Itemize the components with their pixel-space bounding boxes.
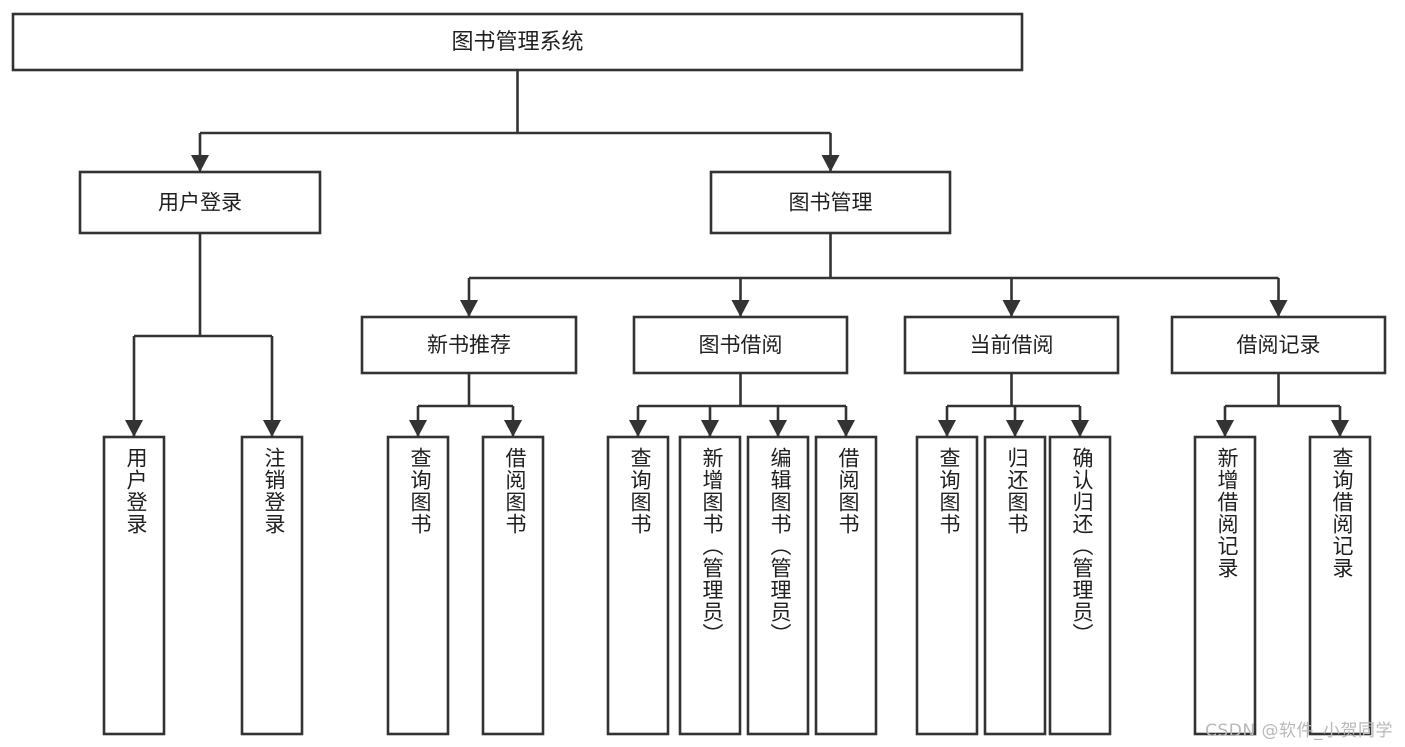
node-box-current-borrow (903, 315, 1120, 375)
arrow-head-icon (504, 420, 522, 437)
node-label-root: 图书管理系统 (451, 30, 583, 55)
arrow-head-icon (125, 420, 143, 437)
node-label-user-login: 用户登录 (158, 191, 242, 215)
arrow-head-icon (1216, 420, 1234, 437)
node-box-leaf-user-login (102, 435, 166, 736)
arrow-head-icon (837, 420, 855, 437)
node-box-book-management (709, 170, 952, 235)
node-box-leaf-return-book (983, 435, 1047, 736)
arrow-head-icon (701, 420, 719, 437)
node-box-user-login (78, 170, 322, 235)
node-box-leaf-query-borrow-record (1308, 435, 1372, 736)
arrow-head-icon (1002, 300, 1021, 317)
node-root[interactable]: 图书管理系统 (11, 12, 1024, 72)
node-leaf-edit-book[interactable] (746, 435, 810, 736)
arrow-head-icon (731, 300, 750, 317)
arrow-head-icon (821, 155, 840, 172)
arrow-head-icon (629, 420, 647, 437)
arrow-head-icon (938, 420, 956, 437)
edge-group-root (191, 70, 840, 172)
edges-layer (125, 70, 1349, 437)
arrow-head-icon (1071, 420, 1089, 437)
node-box-book-borrow (632, 315, 849, 375)
node-leaf-return-book[interactable] (983, 435, 1047, 736)
node-box-leaf-edit-book (746, 435, 810, 736)
node-book-borrow[interactable]: 图书借阅 (632, 315, 849, 375)
node-box-new-book-recommend (360, 315, 578, 375)
node-box-borrow-record (1170, 315, 1387, 375)
edge-group-user-login (125, 233, 281, 437)
node-leaf-add-book[interactable] (678, 435, 742, 736)
node-box-leaf-add-book (678, 435, 742, 736)
arrow-head-icon (1269, 300, 1288, 317)
arrow-head-icon (1331, 420, 1349, 437)
edge-group-borrow-record (1216, 373, 1349, 437)
node-leaf-borrow-book[interactable] (814, 435, 878, 736)
node-box-leaf-borrow-book-recommend (481, 435, 545, 736)
watermark-text: CSDN @软件_小贺同学 (1205, 721, 1393, 741)
node-leaf-logout[interactable] (240, 435, 304, 736)
node-box-leaf-query-book-recommend (386, 435, 450, 736)
node-user-login[interactable]: 用户登录 (78, 170, 322, 235)
node-leaf-query-book-recommend[interactable] (386, 435, 450, 736)
arrow-head-icon (1006, 420, 1024, 437)
node-label-borrow-record: 借阅记录 (1237, 333, 1321, 357)
node-book-management[interactable]: 图书管理 (709, 170, 952, 235)
node-box-leaf-query-book-borrow (606, 435, 670, 736)
arrow-head-icon (409, 420, 427, 437)
node-leaf-confirm-return[interactable] (1048, 435, 1112, 736)
node-box-leaf-confirm-return (1048, 435, 1112, 736)
node-leaf-query-book-current[interactable] (915, 435, 979, 736)
arrow-head-icon (460, 300, 478, 317)
arrow-head-icon (263, 420, 281, 437)
node-leaf-query-book-borrow[interactable] (606, 435, 670, 736)
node-box-leaf-add-borrow-record (1193, 435, 1257, 736)
node-label-book-borrow: 图书借阅 (699, 333, 783, 357)
node-current-borrow[interactable]: 当前借阅 (903, 315, 1120, 375)
arrow-head-icon (191, 155, 209, 172)
node-new-book-recommend[interactable]: 新书推荐 (360, 315, 578, 375)
node-leaf-user-login[interactable] (102, 435, 166, 736)
edge-group-book-management (460, 233, 1288, 317)
edge-group-book-borrow (629, 373, 855, 437)
arrow-head-icon (769, 420, 787, 437)
node-label-book-management: 图书管理 (789, 191, 873, 215)
edge-group-current-borrow (938, 373, 1089, 437)
node-box-root (11, 12, 1024, 72)
node-box-leaf-query-book-current (915, 435, 979, 736)
node-borrow-record[interactable]: 借阅记录 (1170, 315, 1387, 375)
node-leaf-borrow-book-recommend[interactable] (481, 435, 545, 736)
node-leaf-add-borrow-record[interactable] (1193, 435, 1257, 736)
node-label-new-book-recommend: 新书推荐 (427, 333, 511, 357)
edge-group-new-book-recommend (409, 373, 522, 437)
node-box-leaf-borrow-book (814, 435, 878, 736)
node-box-leaf-logout (240, 435, 304, 736)
node-leaf-query-borrow-record[interactable] (1308, 435, 1372, 736)
node-label-current-borrow: 当前借阅 (970, 333, 1054, 357)
